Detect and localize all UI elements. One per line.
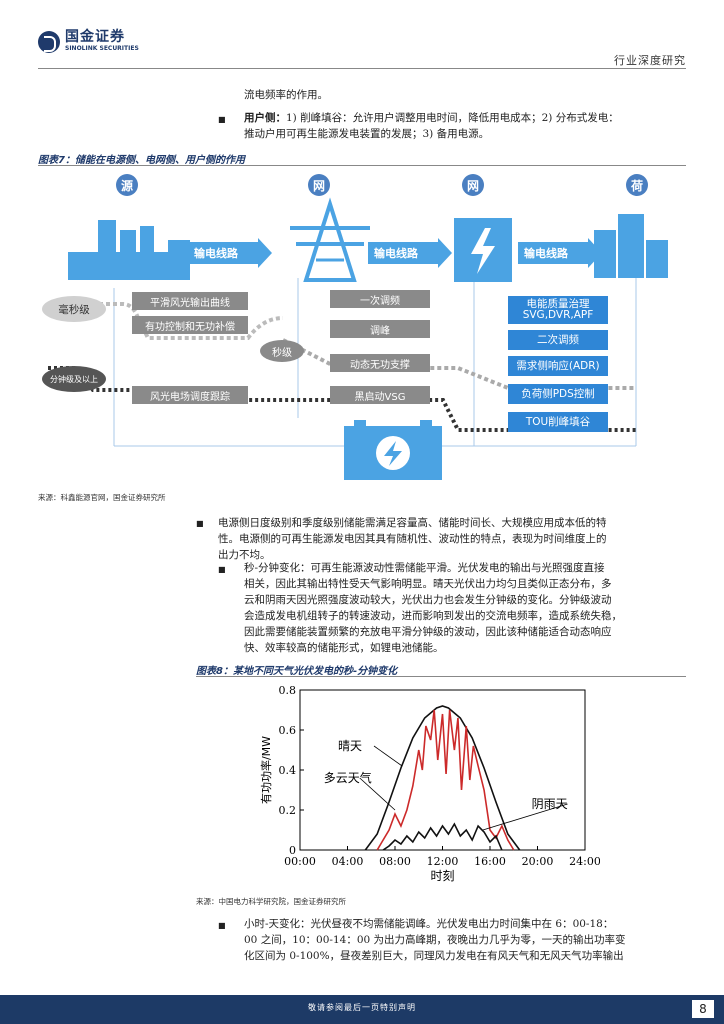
y-tick-label: 0.4 — [279, 764, 297, 777]
role-box-load: 二次调频 — [508, 330, 608, 350]
text-line: 秒-分钟变化：可再生能源波动性需储能平滑。光伏发电的输出与光照强度直接 — [244, 562, 605, 574]
page-footer: 敬请参阅最后一页特别声明 8 — [0, 995, 724, 1024]
footer-notice: 敬请参阅最后一页特别声明 — [308, 1003, 416, 1012]
y-tick-label: 0.8 — [279, 684, 297, 697]
report-category: 行业深度研究 — [614, 54, 686, 67]
page-number: 8 — [692, 1000, 714, 1018]
x-tick-label: 24:00 — [569, 855, 600, 868]
x-axis-label: 时刻 — [430, 869, 454, 883]
pv-output-chart: 0 0.2 0.4 0.6 0.8 00:00 04:00 08:00 12:00 16:00 20… — [250, 682, 601, 892]
chart-canvas: 0 0.2 0.4 0.6 0.8 00:00 04:00 08:00 12:00 16:00 20… — [259, 684, 601, 883]
y-axis-label: 有功功率/MW — [259, 736, 273, 804]
series-line — [364, 705, 521, 851]
figure-source: 来源：中国电力科学研究院，国金证券研究所 — [196, 897, 346, 906]
y-tick-label: 0 — [289, 844, 296, 857]
text-line: 云和阴雨天因光照强度波动较大，光伏出力也会发生分钟级的变化。分钟级波动 — [244, 594, 612, 606]
role-box-grid: 一次调频 — [330, 290, 430, 308]
text-line: 流电频率的作用。 — [244, 89, 328, 101]
text-line: 推动户用可再生能源发电装置的发展；3) 备用电源。 — [244, 128, 490, 140]
text-line: 小时-天变化：光伏昼夜不均需储能调峰。光伏发电出力时间集中在 6：00-18： — [244, 918, 614, 930]
role-box-source: 有功控制和无功补偿 — [132, 316, 248, 334]
timescale-minute: 分钟级及以上 — [42, 366, 106, 392]
series-line — [376, 709, 515, 851]
brand-name-en: SINOLINK SECURITIES — [65, 45, 139, 52]
x-tick-label: 00:00 — [284, 855, 316, 868]
timescale-millisecond: 毫秒级 — [42, 296, 106, 322]
header-divider — [38, 68, 686, 69]
role-box-load: 需求侧响应(ADR) — [508, 356, 608, 376]
x-tick-label: 12:00 — [427, 855, 459, 868]
bullet-icon: ■ — [196, 519, 204, 528]
y-tick-label: 0.6 — [279, 724, 297, 737]
y-tick-label: 0.2 — [279, 804, 297, 817]
brand-name-cn: 国金证券 — [65, 29, 125, 45]
role-box-source: 风光电场调度跟踪 — [132, 386, 248, 404]
node-load-icon: 荷 — [626, 174, 648, 196]
series-label: 多云天气 — [324, 770, 372, 785]
x-tick-label: 08:00 — [379, 855, 411, 868]
series-label: 阴雨天 — [532, 797, 568, 811]
figure-source: 来源：科鑫能源官网，国金证券研究所 — [38, 493, 166, 502]
node-grid-icon: 网 — [308, 174, 330, 196]
legend-pointer — [359, 777, 396, 811]
figure-divider — [38, 165, 686, 166]
text-line: 快、效率较高的储能形式，如锂电池储能。 — [244, 642, 444, 654]
legend-pointer — [482, 803, 568, 831]
text-line: 会造成发电机组转子的转速波动，进而影响到发出的交流电频率，造成系统失稳， — [244, 610, 622, 622]
role-box-grid: 黑启动VSG — [330, 386, 430, 404]
text-line: 因此需要储能装置频繁的充放电平滑分钟级的波动，因此该种储能适合动态响应 — [244, 626, 612, 638]
figure-title: 图表7：储能在电源侧、电网侧、用户侧的作用 — [38, 155, 245, 166]
figure-title: 图表8：某地不同天气光伏发电的秒-分钟变化 — [196, 666, 398, 677]
text-line: 出力不均。 — [218, 549, 271, 561]
role-box-load: 电能质量治理 SVG,DVR,APF — [508, 296, 608, 324]
transmission-arrow: 输电线路 — [368, 238, 452, 268]
brand-logo-icon — [38, 30, 60, 53]
brand-logo: 国金证券 SINOLINK SECURITIES — [38, 30, 139, 53]
role-box-grid: 动态无功支撑 — [330, 354, 430, 372]
transmission-arrow: 输电线路 — [188, 238, 272, 268]
bullet-icon: ■ — [218, 565, 226, 574]
legend-pointer — [373, 745, 403, 767]
role-box-source: 平滑风光输出曲线 — [132, 292, 248, 310]
figure-divider — [196, 676, 686, 677]
x-tick-label: 04:00 — [332, 855, 364, 868]
timescale-second: 秒级 — [260, 340, 304, 362]
x-tick-label: 20:00 — [522, 855, 554, 868]
bullet-icon: ■ — [218, 115, 226, 124]
text-line: 相关，因此其输出特性受天气影响明显。晴天光伏出力均匀且类似正态分布，多 — [244, 578, 612, 590]
series-label: 晴天 — [338, 739, 362, 753]
node-source-icon: 源 — [116, 174, 138, 196]
text-line: 化区间为 0-100%，昼夜差别巨大，同理风力发电在有风天气和无风天气功率输出 — [244, 950, 624, 962]
text-line: 用户侧：1) 削峰填谷：允许用户调整用电时间，降低用电成本；2) 分布式发电： — [244, 112, 619, 124]
text-line: 00 之间，10：00-14：00 为出力高峰期，夜晚出力几乎为零，一天的输出功… — [244, 934, 626, 946]
series-line — [382, 822, 503, 851]
text-line: 性。电源侧的可再生能源发电因其具有随机性、波动性的特点，表现为时间维度上的 — [218, 533, 607, 545]
transmission-arrow: 输电线路 — [518, 238, 602, 268]
role-box-grid: 调峰 — [330, 320, 430, 338]
text-line: 电源侧日度级别和季度级别储能需满足容量高、储能时间长、大规模应用成本低的特 — [218, 517, 607, 529]
x-tick-label: 16:00 — [474, 855, 506, 868]
storage-role-diagram: 源 网 网 荷 输电线路 输电线路 输电线路 毫秒级 秒级 分钟级及以上 平滑风… — [38, 168, 686, 486]
page-header: 国金证券 SINOLINK SECURITIES 行业深度研究 — [0, 0, 724, 70]
role-box-load: TOU削峰填谷 — [508, 412, 608, 432]
node-grid-icon: 网 — [462, 174, 484, 196]
diagram-lines — [48, 197, 668, 480]
bullet-icon: ■ — [218, 921, 226, 930]
role-box-load: 负荷侧PDS控制 — [508, 384, 608, 404]
